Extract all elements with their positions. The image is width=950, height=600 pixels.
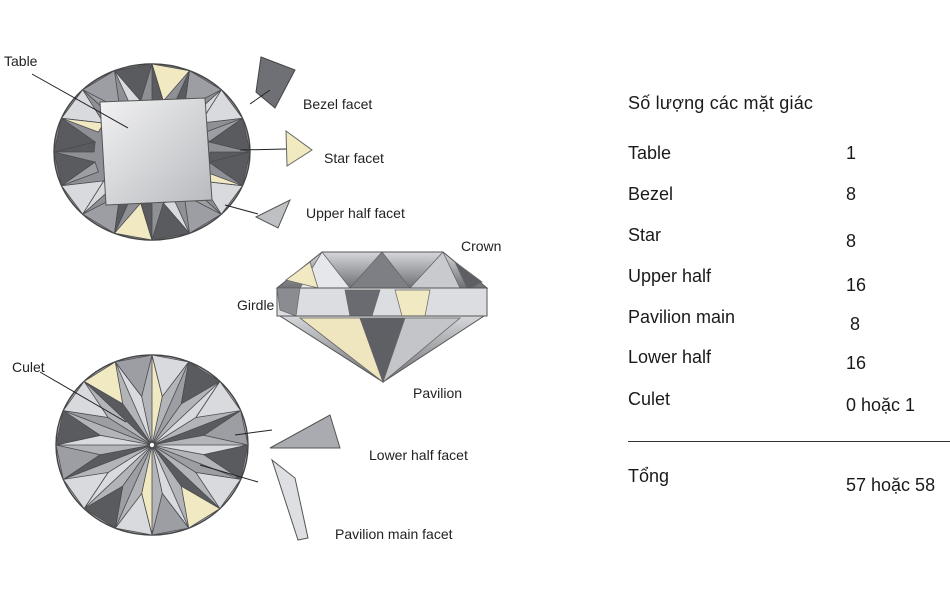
pavilion-facet: [382, 317, 462, 384]
lower-half-facet: [195, 380, 242, 419]
lower-half-facet: [180, 361, 221, 405]
lower-half-facet: [202, 409, 249, 446]
lower-half-facet: [83, 361, 124, 405]
star-facet: [61, 161, 99, 187]
leader-lines: [31, 73, 287, 483]
facet-row-value: 0 hoặc 1: [846, 395, 916, 415]
label-culet: Culet: [12, 359, 45, 375]
facet-row-label: Culet: [628, 389, 671, 409]
label-pavilion: Pavilion: [413, 385, 462, 401]
pavilion-main-facet-shape: [271, 458, 309, 541]
table-facet: [99, 97, 213, 206]
facet-row-value: 8: [846, 231, 857, 251]
diamond-side-view: [275, 251, 489, 384]
label-pavilion-main-facet: Pavilion main facet: [335, 526, 453, 542]
lower-half-facet: [202, 444, 249, 481]
lower-half-facet: [195, 471, 242, 510]
lower-half-facet: [62, 471, 109, 510]
table-divider: [628, 441, 950, 442]
lower-half-facet: [151, 492, 190, 536]
culet-point: [149, 442, 155, 448]
crown-facet-yellow: [285, 261, 319, 289]
label-star-facet: Star facet: [324, 150, 384, 166]
diamond-facet-diagram: Table Bezel facet Star facet Upper half …: [4, 53, 501, 542]
bezel-facet-shape: [255, 56, 296, 109]
lower-half-facet: [151, 354, 190, 398]
girdle-band: [276, 287, 488, 317]
lower-half-facet: [114, 492, 153, 536]
total-label: Tổng: [628, 466, 670, 486]
lower-half-facet: [55, 444, 102, 481]
facet-row-label: Upper half: [628, 266, 712, 286]
facet-count-title: Số lượng các mặt giác: [628, 93, 814, 113]
star-facet: [53, 141, 96, 153]
facet-row-label: Pavilion main: [628, 307, 736, 327]
star-facet-shape: [285, 129, 313, 167]
upper-half-facet-shape: [254, 198, 291, 229]
bottom-view-facets: [55, 354, 249, 536]
facet-row-label: Table: [628, 143, 672, 163]
pavilion-bottom-view: [55, 354, 249, 536]
label-lower-half-facet: Lower half facet: [369, 447, 468, 463]
lower-half-facet: [180, 485, 221, 529]
facet-row-label: Lower half: [628, 347, 712, 367]
crown-top-view: [53, 63, 251, 241]
label-upper-half-facet: Upper half facet: [306, 205, 405, 221]
label-table: Table: [4, 53, 38, 69]
facet-row-value: 16: [846, 353, 867, 373]
total-value: 57 hoặc 58: [846, 475, 936, 495]
lower-half-facet: [55, 409, 102, 446]
facet-row-label: Bezel: [628, 184, 674, 204]
lower-half-facet: [83, 485, 124, 529]
label-crown: Crown: [461, 238, 501, 254]
facet-count-panel: Số lượng các mặt giác Table 1 Bezel 8 St…: [628, 0, 950, 600]
facet-row-value: 8: [846, 184, 857, 204]
label-girdle: Girdle: [237, 297, 275, 313]
lower-half-facet: [62, 380, 109, 419]
facet-row-value: 8: [850, 314, 861, 334]
facet-row-label: Star: [628, 225, 662, 245]
facet-row-value: 1: [846, 143, 857, 163]
lower-half-facet-shape: [269, 414, 341, 449]
facet-row-value: 16: [846, 275, 867, 295]
label-bezel-facet: Bezel facet: [303, 96, 372, 112]
crown-facet: [454, 261, 483, 291]
lower-half-facet: [114, 354, 153, 398]
